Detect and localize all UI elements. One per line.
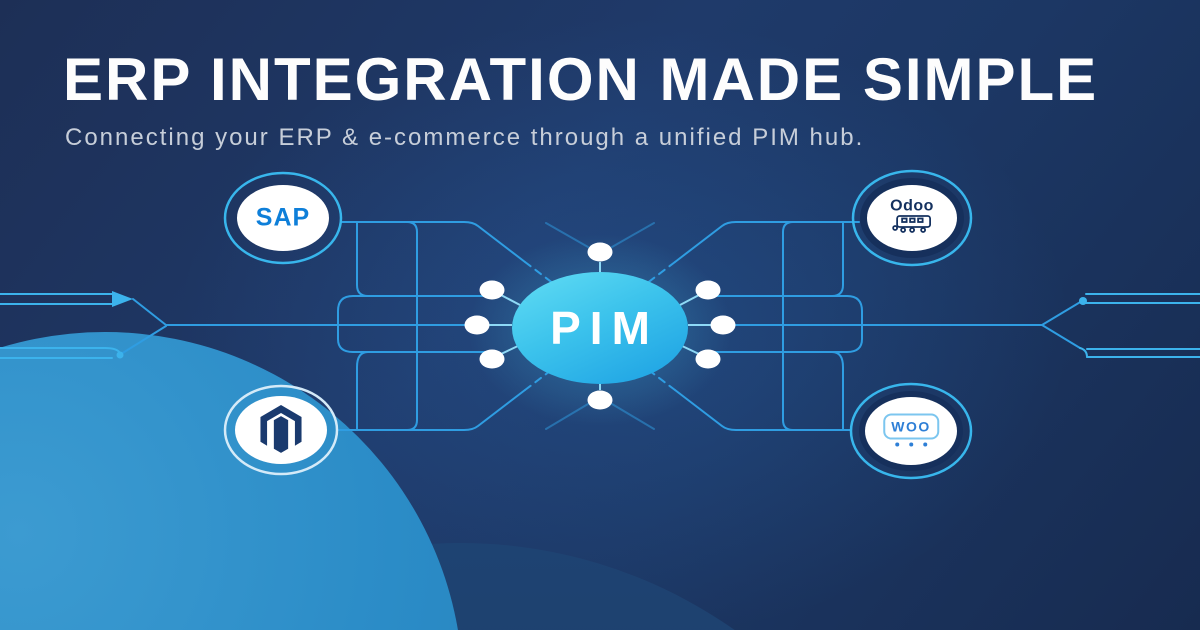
- connector-dots: [464, 242, 736, 410]
- odoo-logo: Odoo: [890, 197, 934, 234]
- magento-logo-icon: [260, 405, 302, 453]
- pim-hub: PIM: [512, 272, 688, 384]
- woocommerce-logo: WOO: [883, 413, 939, 447]
- woocommerce-dots: [895, 442, 927, 447]
- woocommerce-logo-label: WOO: [891, 418, 931, 435]
- delivery-truck-icon: [892, 215, 931, 233]
- sap-node: [223, 171, 343, 265]
- woocommerce-badge: WOO: [883, 413, 939, 440]
- odoo-logo-label: Odoo: [890, 197, 934, 215]
- left-rail-nub: [116, 351, 124, 359]
- left-rail-arrow-icon: [112, 291, 133, 307]
- magento-logo: [259, 405, 303, 455]
- page-subtitle: Connecting your ERP & e-commerce through…: [65, 124, 865, 151]
- sap-logo: SAP: [256, 204, 310, 233]
- right-rail-nub: [1079, 297, 1087, 305]
- page-title: ERP INTEGRATION MADE SIMPLE: [63, 46, 1099, 113]
- pim-hub-label: PIM: [550, 302, 659, 354]
- header: ERP INTEGRATION MADE SIMPLE Connecting y…: [63, 50, 1163, 152]
- sap-logo-label: SAP: [255, 203, 311, 232]
